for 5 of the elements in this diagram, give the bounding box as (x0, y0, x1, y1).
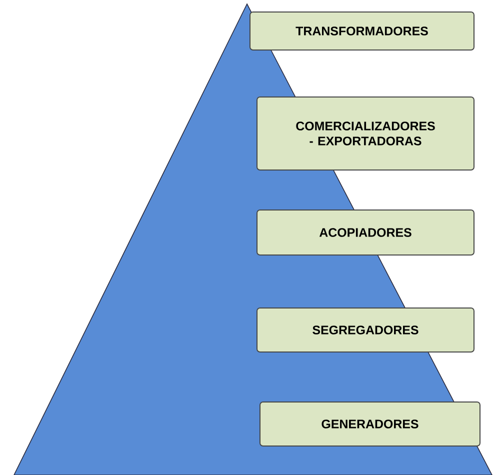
level-box: COMERCIALIZADORES - EXPORTADORAS (256, 96, 474, 170)
level-box: ACOPIADORES (256, 210, 474, 256)
level-box: TRANSFORMADORES (250, 12, 474, 50)
level-box: SEGREGADORES (256, 308, 474, 352)
level-box: GENERADORES (260, 402, 480, 446)
